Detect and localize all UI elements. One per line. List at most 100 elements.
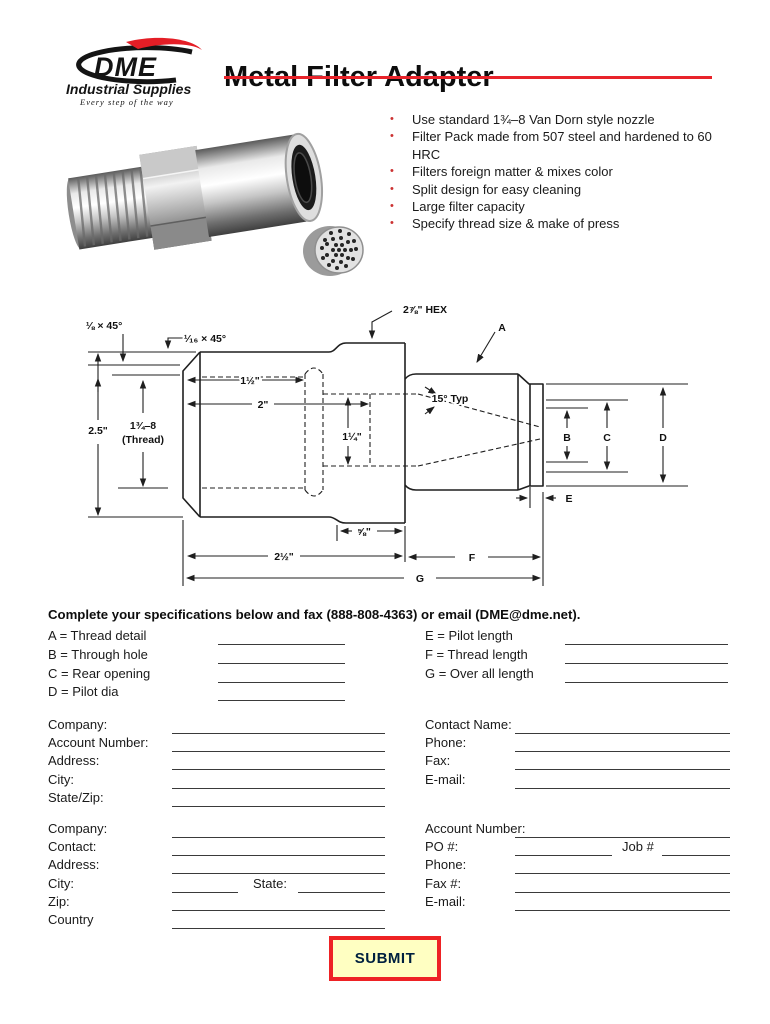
spec-right-column: E = Pilot length F = Thread length G = O… (425, 628, 730, 684)
account-number-field[interactable] (172, 739, 385, 753)
contact1-right: Contact Name: Phone: Fax: E-mail: (425, 717, 730, 790)
svg-text:B: B (563, 432, 571, 444)
form-row: Phone: (425, 857, 730, 875)
title-underline (224, 76, 712, 79)
bullet-icon: • (390, 165, 394, 178)
form-row: Phone: (425, 735, 730, 753)
spec-row-e: E = Pilot length (425, 628, 730, 647)
form-row: Contact Name: (425, 717, 730, 735)
spec-g-field[interactable] (565, 670, 728, 683)
svg-text:A: A (498, 322, 506, 334)
form-row: Zip: (48, 894, 385, 912)
spec-e-field[interactable] (565, 632, 728, 645)
form-row: Fax #: (425, 876, 730, 894)
spec-a-field[interactable] (218, 632, 345, 645)
spec-f-field[interactable] (565, 651, 728, 664)
hidden-lines (202, 367, 541, 497)
svg-text:1¼": 1¼" (342, 431, 362, 443)
contact2-left: Company: Contact: Address: City: State: … (48, 821, 385, 930)
form-row-city-state: City: State: (48, 876, 385, 894)
svg-text:¹⁄₁₆ × 45°: ¹⁄₁₆ × 45° (184, 333, 226, 345)
form-row: Country (48, 912, 385, 930)
fax-field[interactable] (515, 757, 730, 771)
email-field[interactable] (515, 776, 730, 789)
technical-diagram: ⅛ × 45°¹⁄₁₆ × 45°2.5"1¾–8(Thread)1½"2"1¼… (84, 302, 688, 587)
spec-row-f: F = Thread length (425, 647, 730, 666)
state-zip-field[interactable] (172, 794, 385, 807)
spec-d-field[interactable] (218, 688, 345, 702)
bullet-icon: • (390, 182, 394, 195)
contact2-field[interactable] (172, 843, 385, 857)
diagram-labels: ⅛ × 45°¹⁄₁₆ × 45°2.5"1¾–8(Thread)1½"2"1¼… (84, 302, 669, 587)
spec-b-field[interactable] (218, 651, 345, 664)
state2-field[interactable] (298, 880, 385, 893)
city-field[interactable] (172, 776, 385, 789)
address-field[interactable] (172, 757, 385, 771)
dme-logo: DME Industrial Supplies Every step of th… (66, 37, 202, 107)
address2-field[interactable] (172, 861, 385, 875)
bullet-icon: • (390, 113, 394, 125)
feature-list: •Use standard 1¾–8 Van Dorn style nozzle… (388, 111, 724, 233)
form-row: Contact: (48, 839, 385, 857)
spec-row-c: C = Rear opening (48, 666, 348, 685)
svg-text:E: E (565, 493, 572, 505)
logo-brand: DME (94, 52, 157, 82)
svg-text:D: D (659, 432, 667, 444)
list-item: •Large filter capacity (390, 199, 525, 215)
phone2-field[interactable] (515, 861, 730, 875)
svg-text:1¾–8: 1¾–8 (130, 420, 156, 432)
svg-text:F: F (469, 552, 476, 564)
svg-text:2⅞" HEX: 2⅞" HEX (403, 304, 447, 316)
logo-line1: Industrial Supplies (66, 81, 191, 97)
form-row: Address: (48, 857, 385, 875)
adapter-outline (182, 342, 544, 524)
city2-field[interactable] (172, 880, 238, 893)
country-field[interactable] (172, 916, 385, 929)
adapter-body (66, 132, 324, 250)
contact2-right: Account Number: PO #: Job # Phone: Fax #… (425, 821, 730, 912)
svg-text:⅛ × 45°: ⅛ × 45° (86, 320, 123, 332)
svg-text:(Thread): (Thread) (122, 434, 164, 446)
svg-text:C: C (603, 432, 611, 444)
bullet-icon: • (390, 130, 394, 143)
filter-disc (303, 226, 364, 276)
svg-text:1½": 1½" (240, 375, 260, 387)
email2-field[interactable] (515, 898, 730, 911)
submit-button[interactable]: SUBMIT (329, 936, 441, 981)
job-number-field[interactable] (662, 843, 730, 857)
state-label: State: (253, 875, 287, 891)
svg-text:⅝": ⅝" (357, 526, 371, 538)
dimension-arrows (94, 310, 667, 582)
svg-text:2½": 2½" (274, 551, 294, 563)
fax2-field[interactable] (515, 880, 730, 893)
form-row: Address: (48, 753, 385, 771)
spec-c-field[interactable] (218, 670, 345, 683)
logo-swoosh-black (76, 45, 193, 85)
company2-field[interactable] (172, 825, 385, 838)
form-row: City: (48, 772, 385, 790)
list-item: •Specify thread size & make of press (390, 216, 620, 232)
list-item: •Use standard 1¾–8 Van Dorn style nozzle (390, 112, 655, 127)
zip-field[interactable] (172, 898, 385, 911)
svg-text:15° Typ: 15° Typ (432, 393, 469, 405)
contact-name-field[interactable] (515, 721, 730, 734)
form-row: E-mail: (425, 894, 730, 912)
form-row: Company: (48, 821, 385, 839)
svg-text:G: G (416, 573, 424, 585)
po-number-field[interactable] (515, 843, 612, 857)
job-number-label: Job # (622, 839, 654, 855)
form-row: Fax: (425, 753, 730, 771)
spec-heading: Complete your specifications below and f… (48, 607, 581, 622)
company-field[interactable] (172, 721, 385, 734)
list-item: •Split design for easy cleaning (390, 181, 582, 197)
form-row: Company: (48, 717, 385, 735)
spec-row-g: G = Over all length (425, 666, 730, 685)
phone-field[interactable] (515, 739, 730, 753)
contact1-left: Company: Account Number: Address: City: … (48, 717, 385, 808)
form-row: State/Zip: (48, 790, 385, 808)
bullet-icon: • (390, 200, 394, 213)
product-photo (66, 132, 364, 276)
bullet-icon: • (390, 217, 394, 230)
account-number2-field[interactable] (515, 825, 730, 838)
